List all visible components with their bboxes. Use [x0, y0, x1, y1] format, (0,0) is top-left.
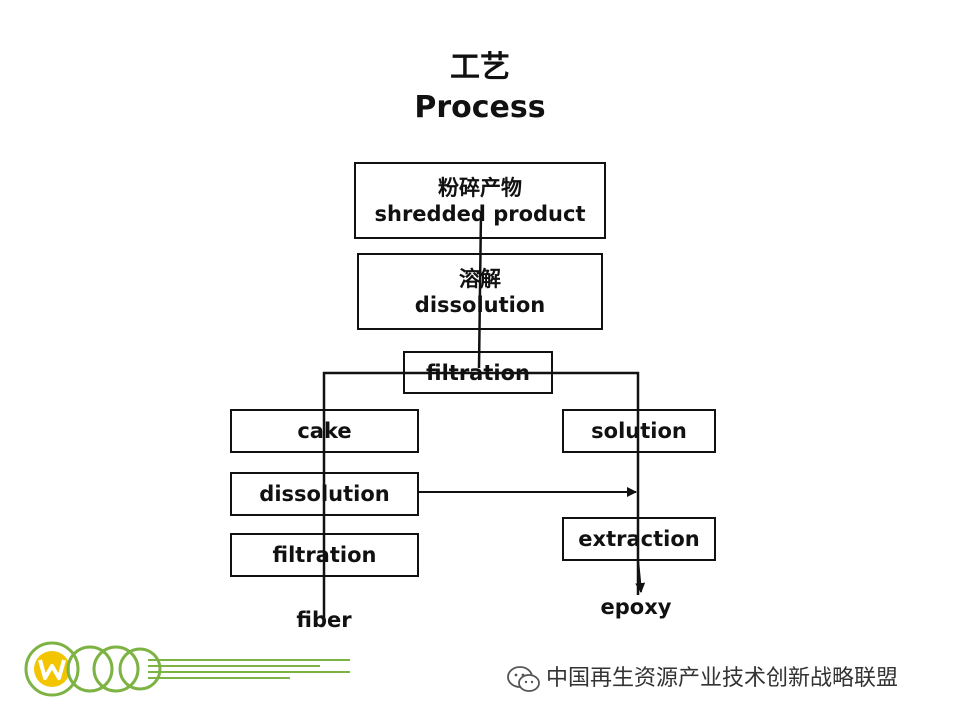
title-english: Process — [414, 90, 546, 125]
connector-branch — [322, 371, 640, 620]
node-solution: solution — [562, 409, 716, 453]
node-filtration-secondary: filtration — [230, 533, 419, 577]
brand-name: 中国再生资源产业技术创新战略联盟 — [546, 666, 899, 691]
node-cake-label: cake — [297, 419, 352, 443]
node-filtration-primary-label: filtration — [426, 360, 530, 385]
node-filtration-secondary-label: filtration — [272, 543, 377, 567]
node-dissolution-primary-cn: 溶解 — [459, 266, 501, 291]
node-extraction: extraction — [562, 517, 716, 561]
wechat-icon — [507, 666, 540, 692]
weee-logo-mark — [24, 641, 350, 697]
title-chinese: 工艺 — [450, 50, 510, 85]
weee-logo — [24, 641, 350, 697]
node-extraction-label: extraction — [578, 527, 700, 551]
output-fiber: fiber — [296, 608, 352, 632]
node-dissolution-secondary-label: dissolution — [259, 482, 390, 506]
node-dissolution-primary: 溶解 dissolution — [357, 253, 603, 330]
node-filtration-primary: filtration — [403, 351, 553, 394]
node-shredded-product-en: shredded product — [374, 201, 586, 226]
node-cake: cake — [230, 409, 419, 453]
node-dissolution-secondary: dissolution — [230, 472, 419, 516]
connector-extraction-to-epoxy — [635, 559, 646, 593]
node-shredded-product-cn: 粉碎产物 — [438, 175, 522, 200]
node-solution-label: solution — [591, 419, 687, 443]
output-epoxy: epoxy — [600, 595, 672, 619]
node-dissolution-primary-en: dissolution — [414, 292, 546, 317]
node-shredded-product: 粉碎产物 shredded product — [354, 162, 606, 239]
